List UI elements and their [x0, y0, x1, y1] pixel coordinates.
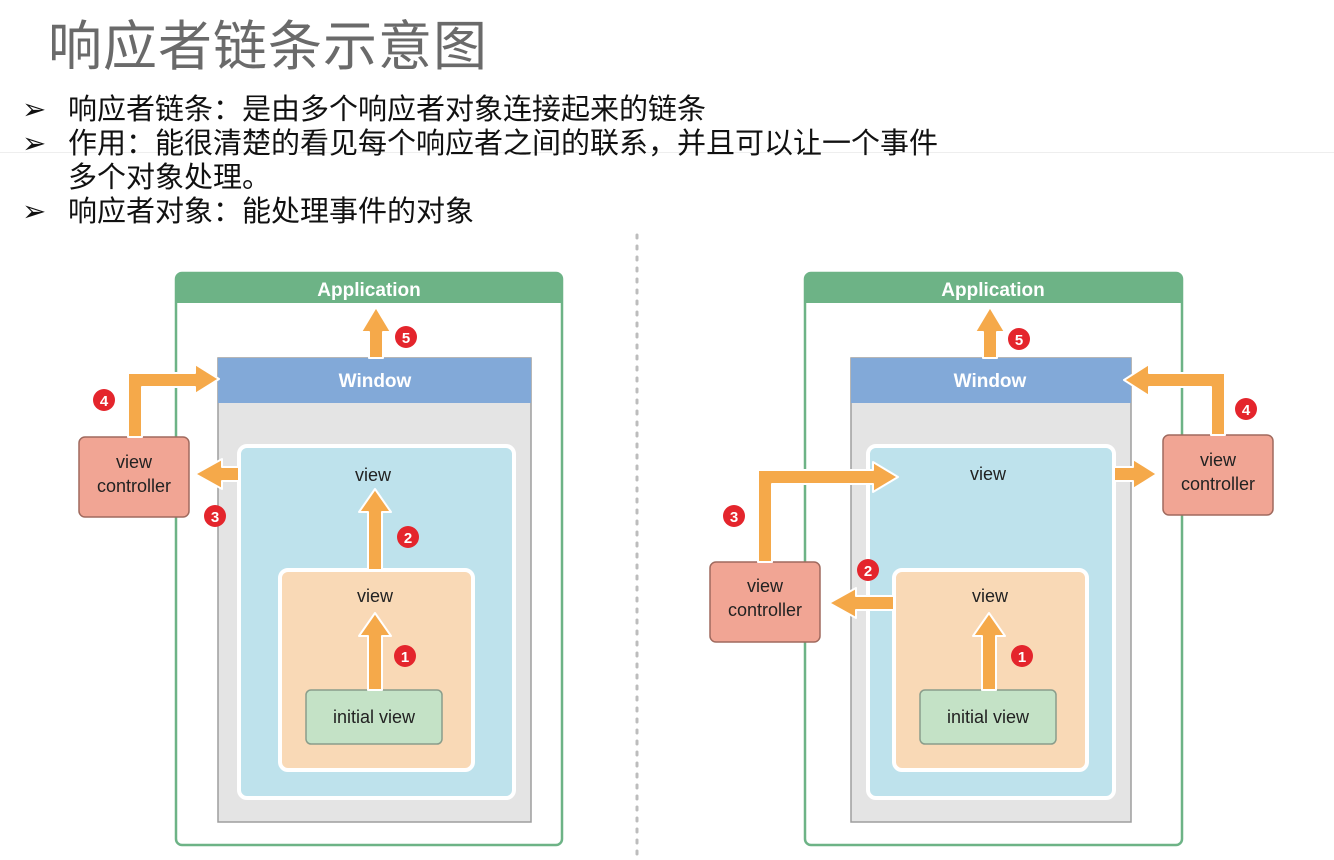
svg-text:5: 5	[402, 330, 410, 347]
svg-text:2: 2	[404, 530, 412, 547]
bullet-text: 作用：能很清楚的看见每个响应者之间的联系，并且可以让一个事件	[68, 126, 939, 160]
application-header	[805, 273, 1182, 303]
arrow-view-to-controller	[1113, 458, 1158, 490]
bullet-arrow-icon: ➢	[22, 92, 47, 126]
step-badge-4: 4	[1235, 398, 1257, 420]
view-outer-label: view	[355, 465, 392, 485]
arrow-step-3	[194, 458, 240, 490]
view-controller-label-line1: view	[747, 576, 784, 596]
view-controller-label-line2: controller	[1181, 474, 1255, 494]
divider-line	[0, 152, 1334, 153]
svg-text:3: 3	[730, 509, 738, 526]
step-badge-4: 4	[93, 389, 115, 411]
bullet-arrow-icon: ➢	[22, 126, 47, 160]
window-header	[851, 358, 1131, 403]
bullet-item: ➢ 响应者链条：是由多个响应者对象连接起来的链条	[22, 92, 938, 126]
step-badge-5: 5	[395, 326, 417, 348]
application-label: Application	[941, 280, 1044, 301]
bullet-arrow-icon: ➢	[22, 194, 47, 228]
svg-text:2: 2	[864, 563, 872, 580]
view-outer-label: view	[970, 464, 1007, 484]
arrow-step-4	[127, 363, 220, 438]
arrow-step-5	[974, 306, 1006, 359]
left-diagram: Application Window view view initial vie…	[78, 271, 564, 847]
svg-text:3: 3	[211, 509, 219, 526]
step-badge-1: 1	[1011, 645, 1033, 667]
arrow-step-5	[360, 306, 392, 359]
window-header	[218, 358, 531, 403]
step-badge-3: 3	[204, 505, 226, 527]
arrow-step-2	[358, 488, 392, 571]
page-title: 响应者链条示意图	[48, 15, 488, 78]
application-label: Application	[317, 280, 420, 301]
svg-text:1: 1	[401, 649, 409, 666]
svg-text:5: 5	[1015, 332, 1023, 349]
view-controller-label-line2: controller	[728, 600, 802, 620]
step-badge-2: 2	[397, 526, 419, 548]
view-controller-label-line2: controller	[97, 476, 171, 496]
arrow-step-2	[828, 587, 895, 619]
bullet-text: 响应者链条：是由多个响应者对象连接起来的链条	[68, 92, 707, 126]
step-badge-1: 1	[394, 645, 416, 667]
step-badge-3: 3	[723, 505, 745, 527]
bullet-item: ➢ 响应者对象：能处理事件的对象	[22, 194, 938, 228]
arrow-step-1	[358, 612, 392, 691]
svg-text:4: 4	[100, 393, 109, 410]
bullet-list: ➢ 响应者链条：是由多个响应者对象连接起来的链条 ➢ 作用：能很清楚的看见每个响应者…	[22, 92, 938, 228]
window-label: Window	[339, 371, 412, 392]
view-inner-label: view	[972, 586, 1009, 606]
view-inner-label: view	[357, 586, 394, 606]
arrow-step-1	[972, 612, 1006, 691]
arrow-step-3	[757, 461, 899, 563]
bullet-text: 响应者对象：能处理事件的对象	[68, 194, 475, 228]
arrow-step-4	[1123, 363, 1226, 436]
step-badge-2: 2	[857, 559, 879, 581]
view-controller-label-line1: view	[116, 452, 153, 472]
view-controller-label-line1: view	[1200, 450, 1237, 470]
step-badge-5: 5	[1008, 328, 1030, 350]
application-header	[176, 273, 562, 303]
bullet-item: ➢ 作用：能很清楚的看见每个响应者之间的联系，并且可以让一个事件 多个对象处理。	[22, 126, 938, 194]
svg-text:4: 4	[1242, 402, 1251, 419]
bullet-text-continued: 多个对象处理。	[68, 160, 272, 194]
window-label: Window	[954, 371, 1027, 392]
initial-view-label: initial view	[947, 707, 1030, 727]
initial-view-label: initial view	[333, 707, 416, 727]
svg-text:1: 1	[1018, 649, 1026, 666]
right-diagram: Application Window view view initial vie…	[709, 271, 1274, 847]
